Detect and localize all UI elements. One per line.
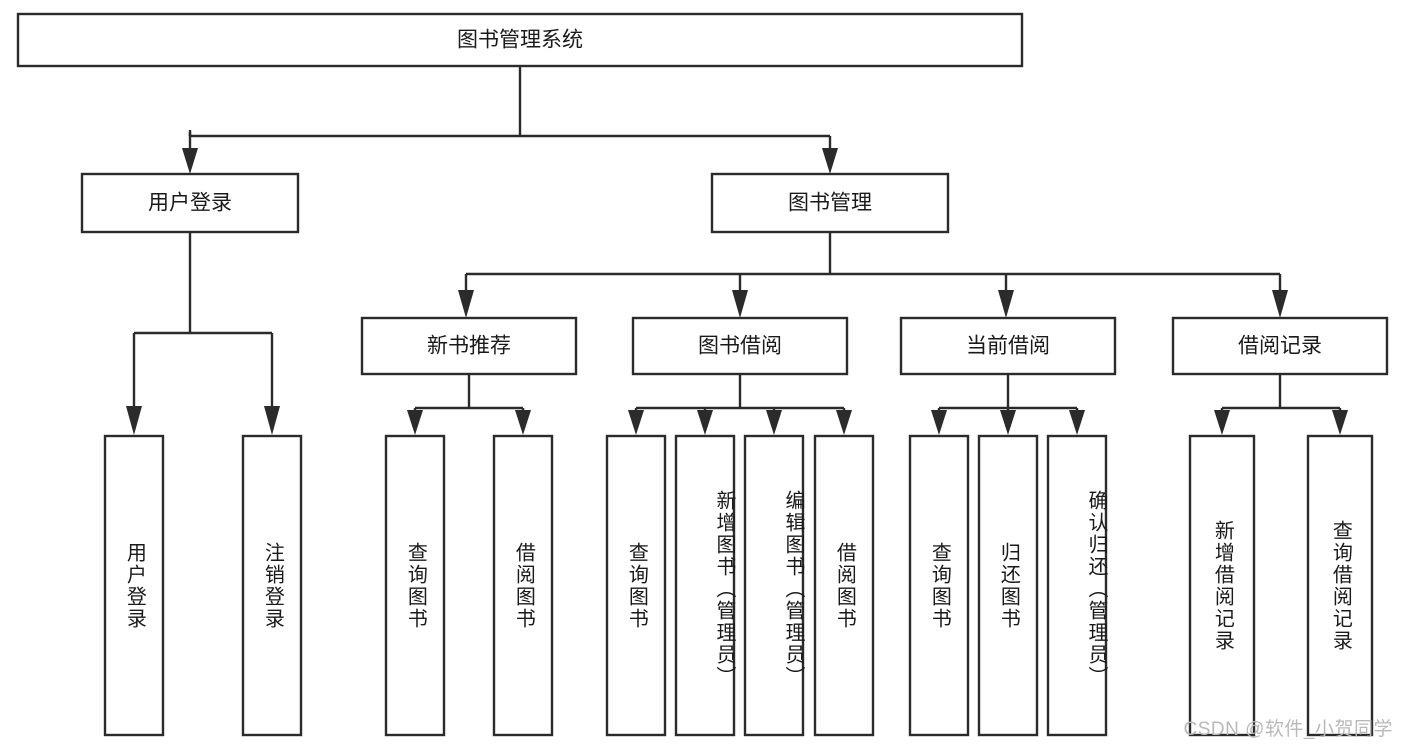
arrow-bookmgmt-current: [998, 290, 1014, 318]
leaf-box-book-borrow-1[interactable]: [605, 434, 667, 737]
arrow-borrowrecord-leaf2: [1332, 410, 1348, 435]
borrow-record-label: 借阅记录: [1238, 335, 1322, 358]
current-borrow-label: 当前借阅: [966, 335, 1050, 358]
leaf-box-new-book-2[interactable]: [492, 434, 554, 737]
user-login-box[interactable]: [80, 172, 300, 234]
leaf-box-borrow-record-2[interactable]: [1306, 434, 1374, 737]
arrow-bookmgmt-borrow: [732, 290, 748, 318]
book-borrow-box[interactable]: [631, 316, 849, 376]
arrow-currentborrow-leaf1: [931, 410, 947, 435]
arrow-currentborrow-leaf3: [1069, 410, 1085, 435]
node-current-borrow[interactable]: 当前借阅: [899, 316, 1117, 376]
leaf-box-user-login-1[interactable]: [103, 434, 165, 737]
leaf-box-user-login-2[interactable]: [241, 434, 303, 737]
csdn-watermark: CSDN @软件_小贺同学: [1183, 719, 1393, 740]
arrow-userlogin-leaf1: [126, 406, 142, 435]
new-book-recommend-label: 新书推荐: [427, 335, 511, 358]
new-book-recommend-box[interactable]: [360, 316, 578, 376]
arrow-bookborrow-leaf3: [766, 410, 782, 435]
leaf-box-new-book-1[interactable]: [384, 434, 446, 737]
node-root[interactable]: 图书管理系统: [16, 12, 1024, 68]
arrow-bookborrow-leaf1: [628, 410, 644, 435]
leaf-box-current-borrow-1[interactable]: [908, 434, 970, 737]
leaf-box-borrow-record-1[interactable]: [1188, 434, 1256, 737]
arrow-root-to-user-login: [182, 148, 198, 174]
arrow-currentborrow-leaf2: [1000, 410, 1016, 435]
arrow-borrowrecord-leaf1: [1214, 410, 1230, 435]
node-book-borrow[interactable]: 图书借阅: [631, 316, 849, 376]
node-new-book-recommend[interactable]: 新书推荐: [360, 316, 578, 376]
leaf-box-book-borrow-2[interactable]: [674, 434, 736, 737]
book-borrow-label: 图书借阅: [698, 335, 782, 358]
user-login-label: 用户登录: [148, 192, 232, 215]
arrow-userlogin-leaf2: [264, 406, 280, 435]
node-borrow-record[interactable]: 借阅记录: [1171, 316, 1389, 376]
arrow-bookmgmt-new-book: [458, 290, 474, 318]
node-book-management[interactable]: 图书管理: [710, 172, 950, 234]
current-borrow-box[interactable]: [899, 316, 1117, 376]
leaf-box-book-borrow-4[interactable]: [813, 434, 875, 737]
arrow-bookmgmt-record: [1272, 290, 1288, 318]
root-box[interactable]: [16, 12, 1024, 68]
book-management-label: 图书管理: [788, 192, 872, 215]
leaf-box-book-borrow-3[interactable]: [743, 434, 805, 737]
leaf-box-current-borrow-2[interactable]: [977, 434, 1039, 737]
arrow-root-to-book-mgmt: [822, 148, 838, 174]
arrow-newbook-leaf2: [515, 410, 531, 435]
book-management-box[interactable]: [710, 172, 950, 234]
borrow-record-box[interactable]: [1171, 316, 1389, 376]
arrow-newbook-leaf1: [407, 410, 423, 435]
node-user-login[interactable]: 用户登录: [80, 172, 300, 234]
root-label: 图书管理系统: [457, 29, 583, 52]
arrow-bookborrow-leaf4: [836, 410, 852, 435]
leaf-box-current-borrow-3[interactable]: [1046, 434, 1108, 737]
arrow-bookborrow-leaf2: [697, 410, 713, 435]
